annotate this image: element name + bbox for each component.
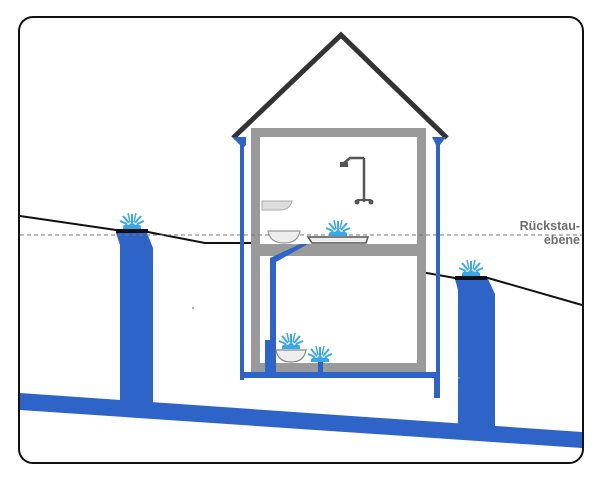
right-manhole-shaft (455, 279, 495, 438)
basement-collector-pipe (244, 372, 440, 378)
dot (192, 307, 194, 309)
ground-line-left (19, 215, 255, 244)
bathtub-icon (306, 236, 370, 244)
basement-washbasin-icon (275, 349, 307, 363)
floor-drain-pipe (318, 362, 323, 374)
backwater-label-line2: ebene (544, 233, 580, 247)
shower-icon (340, 156, 374, 205)
washbasin-icon (267, 230, 301, 244)
left-manhole-shaft (116, 233, 153, 403)
upper-drain-pipe (270, 244, 308, 373)
sewer-main-pipe (20, 393, 582, 448)
left-downpipe (232, 137, 246, 380)
toilet-icon (261, 200, 293, 211)
house-connection-pipe (434, 378, 440, 398)
house-roof (231, 31, 449, 140)
dot (458, 377, 460, 379)
backwater-label-line1: Rückstau- (520, 219, 580, 233)
right-downpipe (432, 137, 446, 395)
basin-drain-pipe (265, 340, 270, 374)
